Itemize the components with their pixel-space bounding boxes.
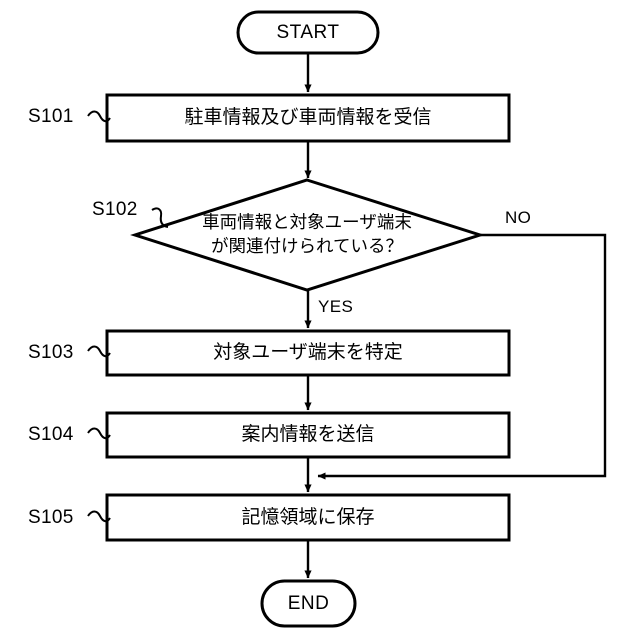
- branch-label-no: NO: [505, 208, 532, 227]
- s101-process-shape: [105, 93, 511, 143]
- connector-s102-no-branch: [317, 233, 607, 480]
- s103-leader-line: [87, 345, 111, 358]
- start-terminator-shape: [236, 10, 380, 55]
- s103-process-shape: [105, 329, 511, 377]
- s105-leader-line: [87, 510, 111, 523]
- s104-process-shape: [105, 411, 511, 459]
- step-label-s105: S105: [28, 507, 74, 528]
- end-terminator-shape: [260, 579, 357, 628]
- step-label-s103: S103: [28, 342, 74, 363]
- s101-leader-line: [87, 110, 111, 123]
- s102-leader-line: [151, 207, 169, 228]
- s102-decision-shape: [130, 178, 485, 292]
- step-label-s101: S101: [28, 106, 74, 127]
- step-label-s104: S104: [28, 424, 74, 445]
- s104-leader-line: [87, 427, 111, 440]
- s105-process-shape: [105, 493, 511, 542]
- step-label-s102: S102: [92, 199, 138, 220]
- branch-label-yes: YES: [318, 297, 354, 316]
